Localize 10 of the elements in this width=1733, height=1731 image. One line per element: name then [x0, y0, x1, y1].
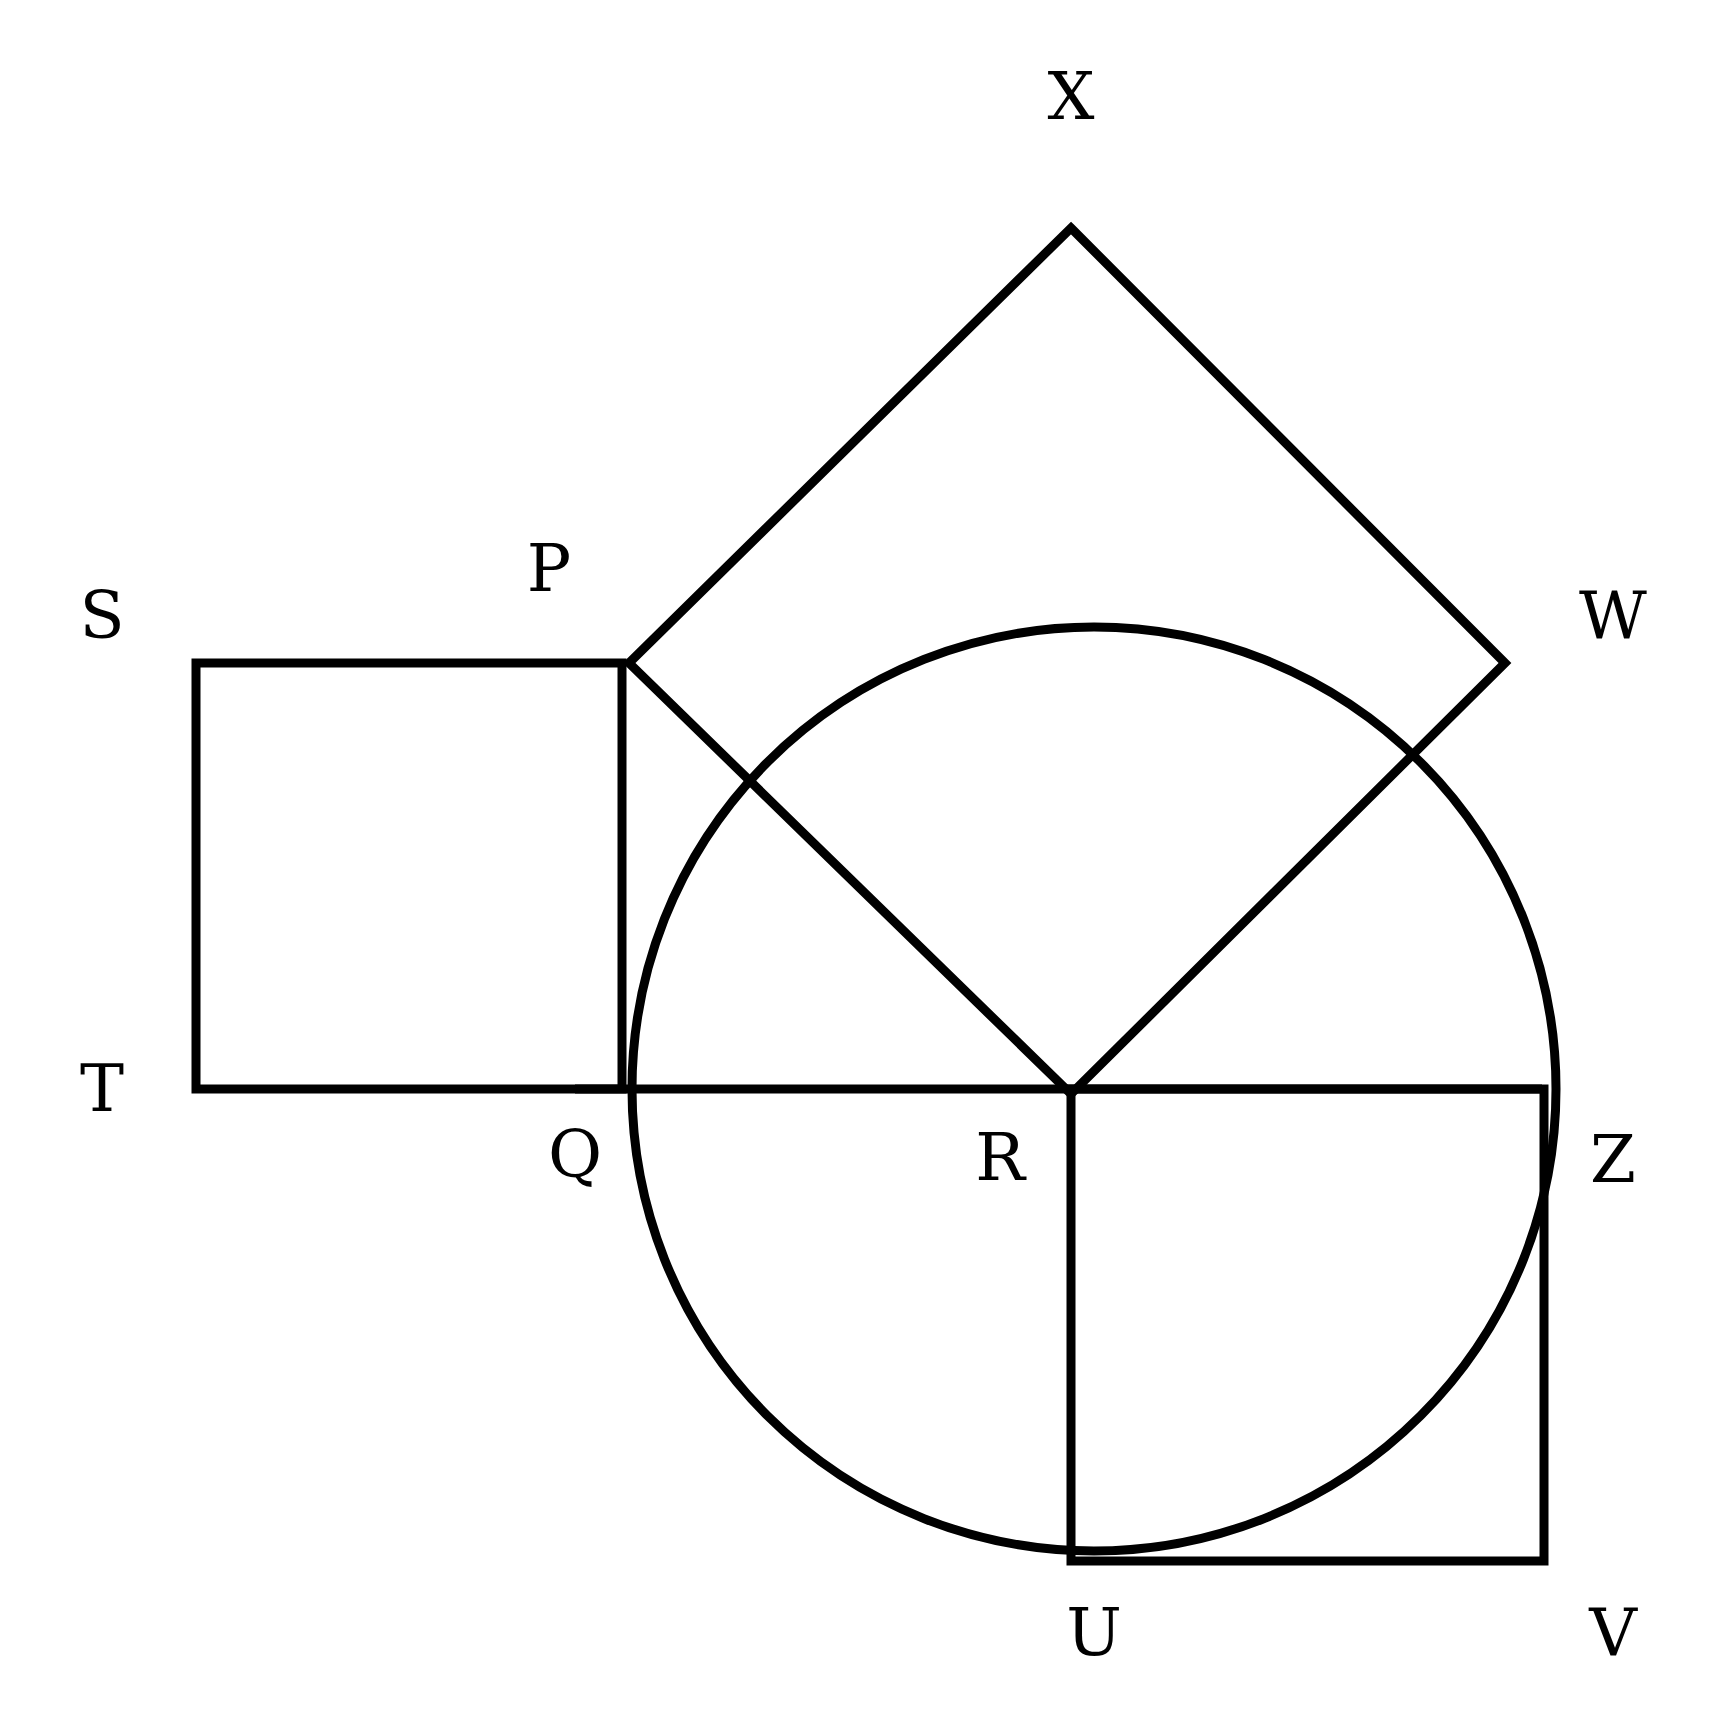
- point-label: U: [1066, 1600, 1122, 1666]
- point-label: S: [79, 583, 125, 649]
- point-label: V: [1589, 1600, 1637, 1666]
- point-label: X: [1047, 64, 1095, 130]
- point-label: Z: [1590, 1127, 1636, 1193]
- point-label: Q: [547, 1122, 603, 1188]
- point-label: W: [1579, 583, 1647, 649]
- point-label: T: [80, 1056, 124, 1122]
- point-label: P: [526, 536, 572, 602]
- point-label: R: [975, 1125, 1025, 1191]
